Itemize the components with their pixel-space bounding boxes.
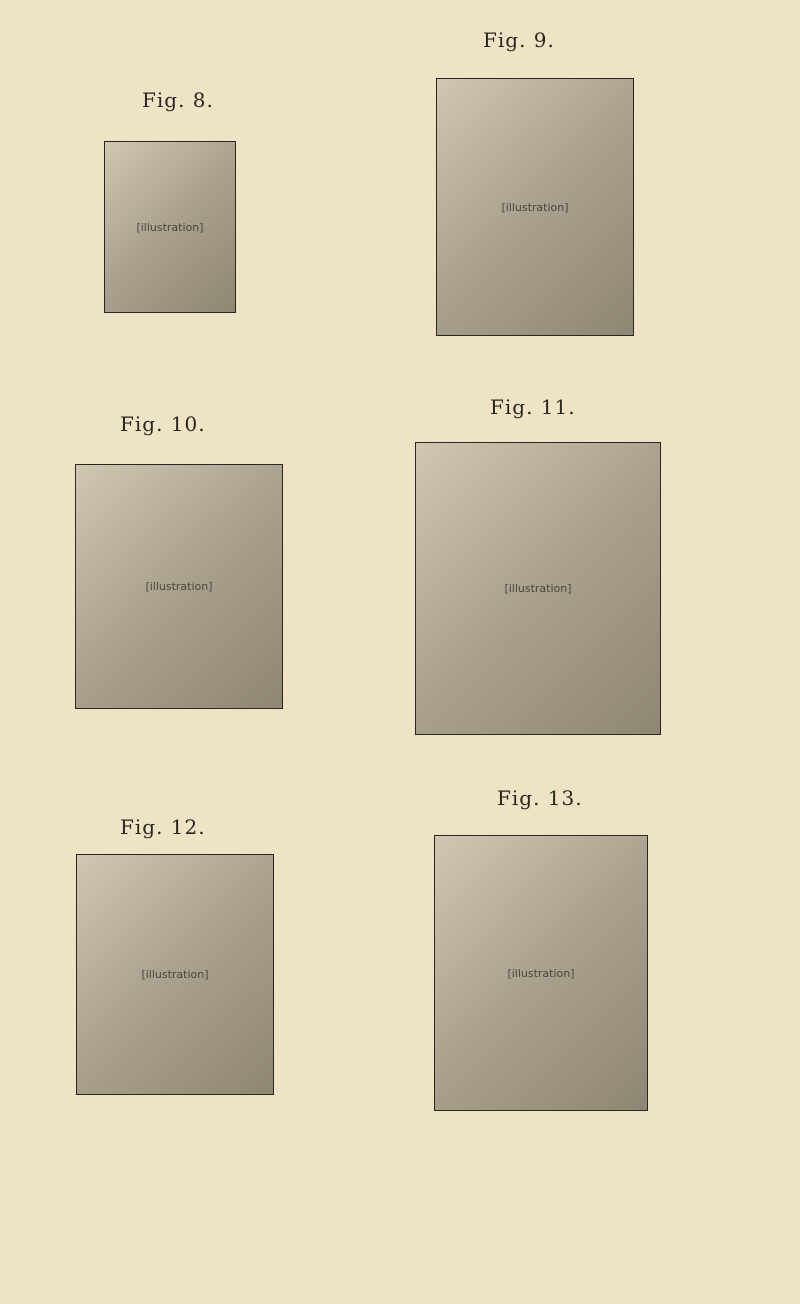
image-placeholder: [illustration] bbox=[136, 220, 204, 234]
figure-label-11: Fig. 11. bbox=[490, 395, 576, 419]
image-placeholder: [illustration] bbox=[501, 200, 569, 214]
image-placeholder: [illustration] bbox=[141, 968, 209, 981]
figure-image-13: [illustration] bbox=[434, 835, 648, 1111]
figure-image-10: [illustration] bbox=[75, 464, 283, 709]
figure-label-9: Fig. 9. bbox=[483, 28, 555, 52]
figure-label-8: Fig. 8. bbox=[142, 88, 214, 112]
figure-label-13: Fig. 13. bbox=[497, 786, 583, 810]
figure-image-8: [illustration] bbox=[104, 141, 236, 313]
figure-image-12: [illustration] bbox=[76, 854, 274, 1095]
image-placeholder: [illustration] bbox=[507, 966, 575, 980]
image-placeholder: [illustration] bbox=[504, 582, 572, 595]
figure-label-12: Fig. 12. bbox=[120, 815, 206, 839]
figure-label-10: Fig. 10. bbox=[120, 412, 206, 436]
figure-image-9: [illustration] bbox=[436, 78, 634, 336]
image-placeholder: [illustration] bbox=[145, 580, 213, 593]
figure-image-11: [illustration] bbox=[415, 442, 661, 735]
